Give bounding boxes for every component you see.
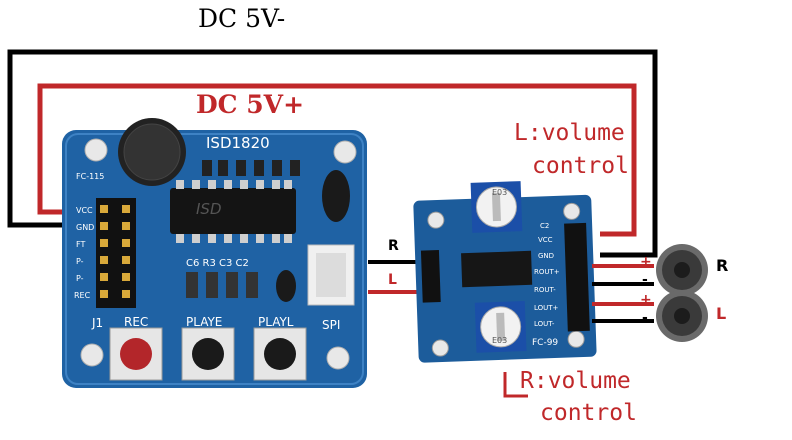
isd1820-board <box>62 118 367 388</box>
button-playe-body <box>181 327 235 381</box>
speaker-left-icon <box>656 290 708 342</box>
capacitor <box>322 170 350 222</box>
button-rec-label: REC <box>124 315 149 329</box>
plus-sign-1: + <box>640 254 652 270</box>
right-volume-pot <box>474 301 527 353</box>
amp-pin-vcc: VCC <box>538 236 553 244</box>
amp-pin-gnd: GND <box>538 252 555 260</box>
amp-model-label: FC-99 <box>532 338 559 348</box>
amp-pin-lout-plus: LOUT+ <box>534 304 559 312</box>
speaker-l-label: L <box>716 304 727 323</box>
speaker-wires <box>592 264 654 323</box>
black-gnd-wire <box>7 49 658 258</box>
isd-chip-print: ISD <box>196 200 222 218</box>
speaker-r-label: R <box>716 256 729 275</box>
minus-sign-1: - <box>642 272 648 288</box>
amp-output-header <box>564 222 590 332</box>
button-playl-body <box>253 327 307 381</box>
button-rec-body <box>109 327 163 381</box>
right-volume-label-1: R:volume <box>520 368 631 394</box>
isd-caps-label: C6 R3 C3 C2 <box>186 258 249 269</box>
right-volume-label-2: control <box>540 400 637 426</box>
isd-chip <box>170 188 296 234</box>
plus-sign-2: + <box>640 292 652 308</box>
isd-pin-rec: REC <box>74 291 91 300</box>
minus-sign-2: - <box>642 310 648 326</box>
dc-minus-label: DC 5V- <box>198 4 286 33</box>
red-vcc-wire <box>37 83 637 237</box>
isd-j1-label: J1 <box>92 316 104 330</box>
left-volume-pot <box>470 181 523 233</box>
isd-pin-vcc: VCC <box>76 206 93 215</box>
amp-c2-label: C2 <box>540 222 550 230</box>
amp-chip <box>461 250 533 288</box>
channel-l-label: L <box>388 272 397 288</box>
amp-pin-lout-minus: LOUT- <box>534 320 555 328</box>
speaker-right-icon <box>656 244 708 296</box>
isd-model-label: FC-115 <box>76 172 105 181</box>
button-playl-label: PLAYL <box>258 315 294 329</box>
button-playe-label: PLAYE <box>186 315 223 329</box>
amp-pin-rout-minus: ROUT- <box>534 286 556 294</box>
left-volume-label-1: L:volume <box>514 120 625 146</box>
isd-chip-label: ISD1820 <box>206 134 270 152</box>
amp-pin-rout-plus: ROUT+ <box>534 268 560 276</box>
dc-plus-label: DC 5V+ <box>196 90 305 119</box>
j1-pin-header <box>96 198 136 308</box>
pot-bottom-label: E03 <box>492 336 508 345</box>
isd-pin-p2: P- <box>76 274 84 283</box>
right-volume-bracket <box>503 372 528 398</box>
isd-spi-label: SPI <box>322 318 341 332</box>
left-volume-label-2: control <box>532 153 629 179</box>
pot-top-label: E03 <box>492 188 508 197</box>
isd-pin-gnd: GND <box>76 223 95 232</box>
channel-r-label: R <box>388 238 399 254</box>
isd-pin-ft: FT <box>76 240 86 249</box>
amplifier-board <box>413 181 597 363</box>
isd-pin-p1: P- <box>76 257 84 266</box>
